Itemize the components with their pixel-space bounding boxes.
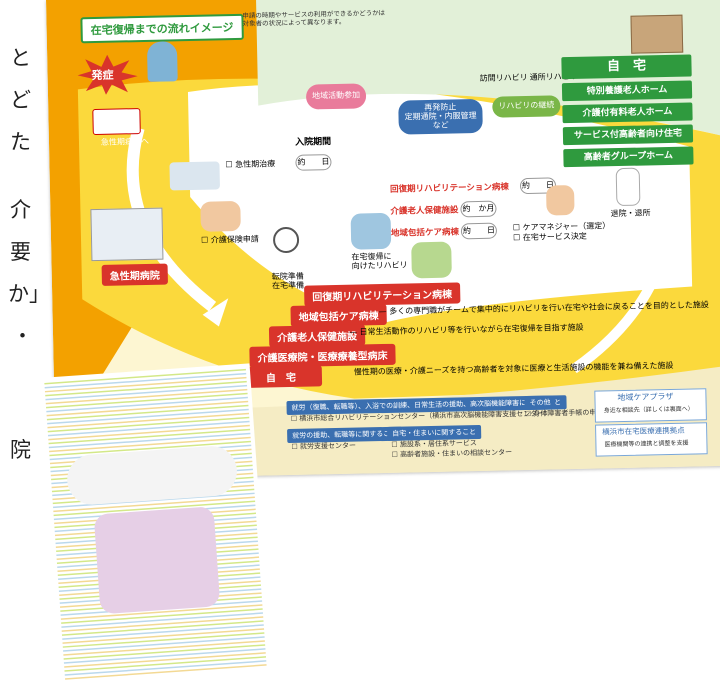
plaza-title: 地域ケアプラザ: [617, 391, 674, 403]
home-option-2: 介護付有料老人ホーム: [562, 102, 693, 124]
poster-note: 申請の時期やサービスの利用ができるかどうかは 対象者の状況によって異なります。: [242, 8, 386, 29]
side-text-1: と: [10, 46, 31, 70]
path-step-5: 自 宅: [239, 365, 323, 389]
stay-row-1-label: 回復期リハビリテーション病棟: [389, 182, 509, 195]
poster-title: 在宅復帰までの流れイメージ: [80, 13, 244, 44]
info-item-3a: ☐ 施設系・居住系サービス: [391, 439, 477, 449]
center-title: 横浜市在宅医療連携拠点: [602, 425, 685, 437]
stay-row-2-label: 介護老人保健施設: [390, 205, 459, 217]
stay-row-3-label: 地域包括ケア病棟: [390, 227, 460, 239]
walker-figures-icon: [411, 241, 452, 279]
side-text-3: た: [10, 130, 31, 154]
doctor-figure-icon: [615, 167, 641, 207]
plaza-panel: 地域ケアプラザ 身近な相談先（詳しくは裏面へ）: [594, 388, 707, 423]
hospital-check-2: ☐ 介護保険申請: [200, 234, 259, 245]
patient-figure-icon: [146, 41, 178, 82]
onset-label: 発症: [91, 68, 114, 83]
home-prep-label: 退院・退所: [610, 208, 651, 219]
side-text-4: 介: [10, 198, 31, 222]
path-step-4: 介護医療院・医療療養型病床: [249, 343, 396, 368]
scanned-leaflet: [40, 363, 272, 688]
hospital-building-icon: [90, 207, 164, 262]
home-option-4: 高齢者グループホーム: [563, 146, 694, 168]
home-house-icon: [630, 14, 684, 54]
activity-3: 訪問リハビリ: [479, 72, 528, 83]
activity-2: 再発防止 定期通院・内服管理 など: [398, 98, 483, 136]
home-option-1: 特別養護老人ホーム: [561, 80, 693, 102]
care-check-2: ☐ 在宅サービス決定: [512, 231, 587, 243]
ambulance-icon: [92, 108, 141, 136]
home-header: 自 宅: [561, 54, 692, 80]
stay-heading: 入院期間: [294, 137, 332, 148]
info-item-2: ☐ 就労支援センター: [291, 441, 356, 451]
center-desc: 医療機関等の連携と調整を支援: [604, 439, 689, 449]
info-item-4: ☐ 身体障害者手帳の申請: [524, 408, 604, 419]
hospital-check-1: ☐ 急性期治療: [225, 159, 276, 170]
center-panel: 横浜市在宅医療連携拠点 医療機関等の連携と調整を支援: [595, 422, 708, 457]
side-text-8: 院: [10, 438, 31, 462]
side-text-2: ど: [10, 88, 31, 112]
stay-row-3-pill: 約 日: [460, 222, 498, 240]
stay-row-2-pill: 約 か月: [460, 200, 497, 218]
rehab-note: 在宅復帰に 向けたリハビリ: [351, 251, 408, 271]
hospital-bed-icon: [169, 161, 221, 191]
info-header-2: 就労の援助、転職等に関すること: [287, 426, 403, 444]
to-hospital-label: 急性期病院へ: [100, 136, 150, 147]
info-header-4: その他: [524, 395, 556, 411]
flow-poster: 在宅復帰までの流れイメージ 申請の時期やサービスの利用ができるかどうかは 対象者…: [46, 0, 720, 480]
path-step-2: 地域包括ケア病棟: [290, 303, 387, 327]
path-step-1: 回復期リハビリテーション病棟: [304, 282, 461, 307]
activity-1: 地域活動参加: [305, 83, 367, 110]
caregiver-figure-icon: [545, 184, 575, 216]
stay-pill: 約 日: [295, 154, 332, 171]
onset-burst: 発症: [77, 54, 138, 95]
side-text-5: 要: [10, 240, 31, 264]
plaza-desc: 身近な相談先（詳しくは裏面へ）: [603, 405, 694, 415]
transfer-note: 転院準備 在宅準備: [271, 271, 305, 291]
doctor-talk-icon: [200, 200, 241, 232]
leaflet-family-illustration: [93, 506, 221, 615]
acute-hospital-label: 急性期病院: [101, 263, 168, 286]
side-text-6: か」: [8, 282, 50, 306]
activity-5: リハビリの継続: [492, 95, 561, 118]
side-text-7: ・: [12, 324, 33, 348]
home-option-3: サービス付高齢者向け住宅: [562, 124, 694, 146]
rehab-figures-icon: [350, 212, 392, 250]
